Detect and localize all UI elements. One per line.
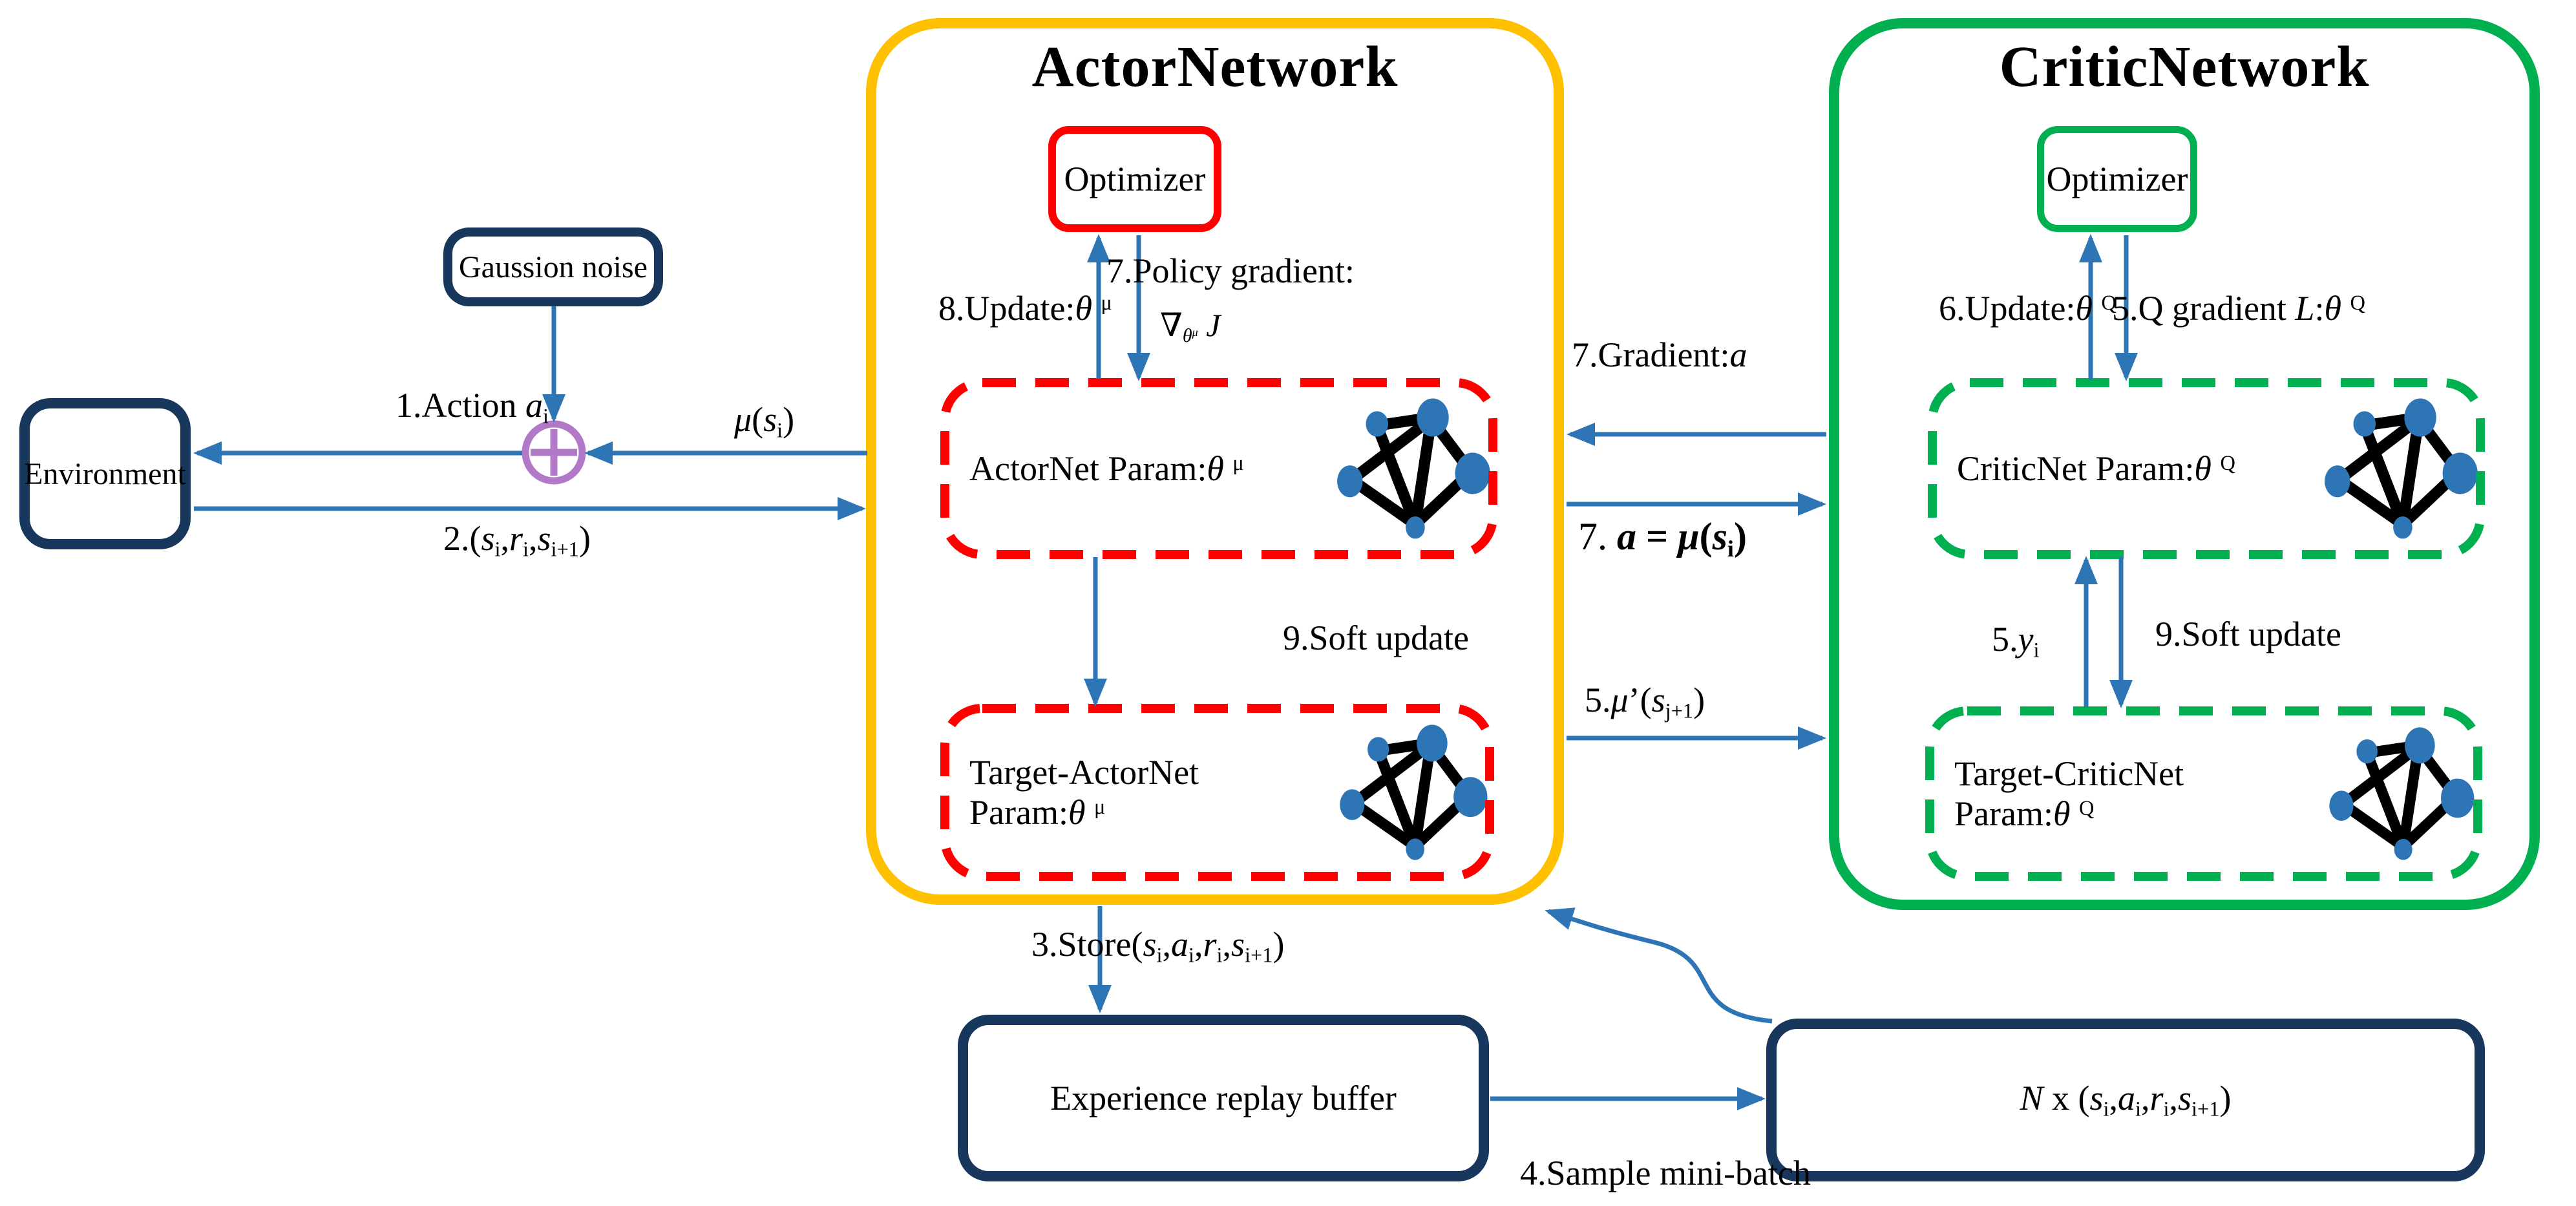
actornet-param-box: ActorNet Param:θ μ [945,383,1493,555]
gaussian-noise-label: Gaussion noise [459,249,648,284]
target-criticnet-box: Target-CriticNet Param:θ Q [1930,711,2478,876]
minibatch-label: N x (si,ai,ri,si+1) [2020,1079,2232,1121]
environment-label: Environment [24,456,186,491]
actor-network-title: ActorNetwork [1031,35,1399,99]
neural-network-icon [2329,727,2475,860]
experience-replay-buffer-label: Experience replay buffer [1050,1079,1397,1117]
actor-network-frame [866,18,1564,905]
transition-label: 2.(si,ri,si+1) [443,519,591,562]
mu-s-label: μ(si) [734,400,795,443]
critic-network-title: CriticNetwork [1999,35,2370,99]
experience-replay-buffer-box: Experience replay buffer [958,1015,1489,1181]
actornet-param-label: ActorNet Param:θ μ [969,449,1244,488]
update-critic-label: 6.Update:θ Q [1939,289,2117,328]
policy-gradient-formula: ∇θμ J [1160,307,1221,346]
q-gradient-label: 5.Q gradient L:θ Q [2112,289,2365,328]
target-actornet-box: Target-ActorNet Param:θ μ [945,708,1490,876]
y-i-label: 5.yi [1992,620,2040,662]
neural-network-icon [2325,398,2478,539]
target-actornet-label-line2: Param:θ μ [969,793,1106,832]
environment-box: Environment [19,398,191,549]
target-criticnet-label-line1: Target-CriticNet [1954,754,2184,793]
neural-network-icon [1340,725,1488,860]
critic-network-frame [1829,18,2540,910]
criticnet-param-label: CriticNet Param:θ Q [1957,449,2235,488]
minibatch-box: N x (si,ai,ri,si+1) [1766,1019,2485,1181]
sample-minibatch-label: 4.Sample mini-batch [1520,1154,1811,1192]
actor-optimizer-box: Optimizer [1048,126,1221,232]
target-actornet-label-line1: Target-ActorNet [969,753,1199,792]
action-label: 1.Action ai [396,386,549,428]
target-criticnet-label-line2: Param:θ Q [1954,794,2095,833]
soft-update-actor-label: 9.Soft update [1283,619,1469,657]
plus-circle-icon [522,420,586,485]
criticnet-param-box: CriticNet Param:θ Q [1932,383,2480,555]
neural-network-icon [1337,398,1490,539]
update-actor-label: 8.Update:θ μ [938,289,1112,328]
mu-next-label: 5.μ’(sj+1) [1585,681,1705,723]
gaussian-noise-box: Gaussion noise [443,227,663,306]
actor-optimizer-label: Optimizer [1064,160,1206,198]
policy-gradient-label: 7.Policy gradient: [1106,251,1355,290]
arrow-minibatch-to-networks [1545,907,1773,1024]
critic-optimizer-label: Optimizer [2046,160,2188,198]
gradient-a-label: 7.Gradient:a [1572,335,1747,374]
action-equation-label: 7. a = μ(si) [1578,515,1747,562]
soft-update-critic-label: 9.Soft update [2155,615,2341,653]
store-label: 3.Store(si,ai,ri,si+1) [1031,925,1285,968]
critic-optimizer-box: Optimizer [2037,126,2197,232]
